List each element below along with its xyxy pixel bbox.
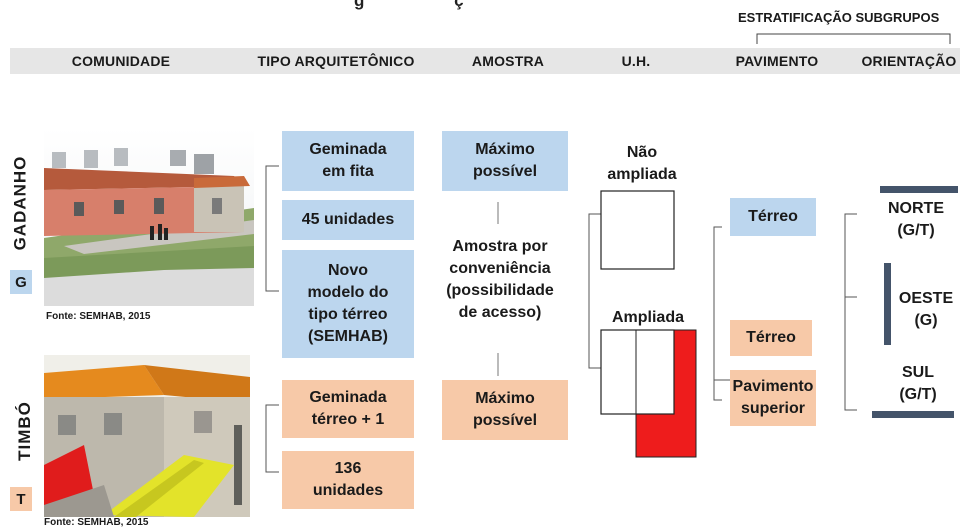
uh-bracket: [588, 213, 601, 369]
uh-ampliada-red-bottom: [636, 414, 696, 457]
pavimento-superior: Pavimento superior: [730, 370, 816, 426]
timbo-tipo-geminada-terreo: Geminada térreo + 1: [282, 380, 414, 438]
gadanho-amostra: Máximo possível: [442, 131, 568, 191]
gadanho-tipo-45-unidades: 45 unidades: [282, 200, 414, 240]
orientation-bar-oeste: [884, 263, 891, 345]
timbo-photo: [44, 355, 250, 517]
orientation-bar-sul: [872, 411, 954, 418]
uh-ampliada-box: [600, 329, 675, 415]
figure-title-partial: g ç: [354, 0, 464, 10]
uh-ampliada-red-outline: [635, 329, 697, 458]
stratification-label: ESTRATIFICAÇÃO SUBGRUPOS: [738, 10, 940, 25]
timbo-letter-badge: T: [10, 487, 32, 511]
orientacao-sul: SUL (G/T): [899, 364, 937, 403]
header-pavimento: PAVIMENTO: [735, 53, 819, 69]
timbo-letter: T: [16, 490, 26, 508]
uh-ampliada-red-side: [673, 330, 696, 414]
gadanho-letter: G: [15, 273, 27, 291]
timbo-amostra: Máximo possível: [442, 380, 568, 440]
gadanho-photo: [44, 128, 254, 306]
timbo-tipo-bracket: [265, 404, 279, 473]
uh-ampliada-label: Ampliada: [611, 309, 684, 326]
pavimento-terreo-gadanho: Térreo: [730, 198, 816, 236]
orientacao-bracket: [844, 213, 857, 411]
uh-nao-ampliada-label: Não ampliada: [607, 144, 677, 183]
header-bar: [10, 48, 960, 74]
header-orientacao: ORIENTAÇÃO: [861, 53, 957, 69]
orientacao-norte: NORTE (G/T): [888, 200, 944, 239]
uh-nao-ampliada-box: [600, 190, 675, 270]
gadanho-tipo-geminada-em-fita: Geminada em fita: [282, 131, 414, 191]
timbo-source: Fonte: SEMHAB, 2015: [44, 517, 149, 528]
pavimento-bracket-gadanho: [713, 226, 722, 401]
gadanho-tipo-novo-modelo: Novo modelo do tipo térreo (SEMHAB): [282, 250, 414, 358]
header-amostra: AMOSTRA: [471, 53, 545, 69]
gadanho-letter-badge: G: [10, 270, 32, 294]
gadanho-tipo-bracket: [265, 165, 279, 292]
header-tipo-arquitetonico: TIPO ARQUITETÔNICO: [257, 53, 415, 69]
header-uh: U.H.: [621, 53, 651, 69]
orientacao-oeste: OESTE (G): [898, 290, 954, 329]
gadanho-source: Fonte: SEMHAB, 2015: [46, 311, 151, 322]
amostra-conveniencia: Amostra por conveniência (possibilidade …: [446, 238, 554, 321]
pavimento-terreo-timbo: Térreo: [730, 320, 812, 356]
stratification-bracket: [756, 33, 951, 44]
header-comunidade: COMUNIDADE: [71, 53, 171, 69]
orientation-bar-norte: [880, 186, 958, 193]
timbo-tipo-136-unidades: 136 unidades: [282, 451, 414, 509]
